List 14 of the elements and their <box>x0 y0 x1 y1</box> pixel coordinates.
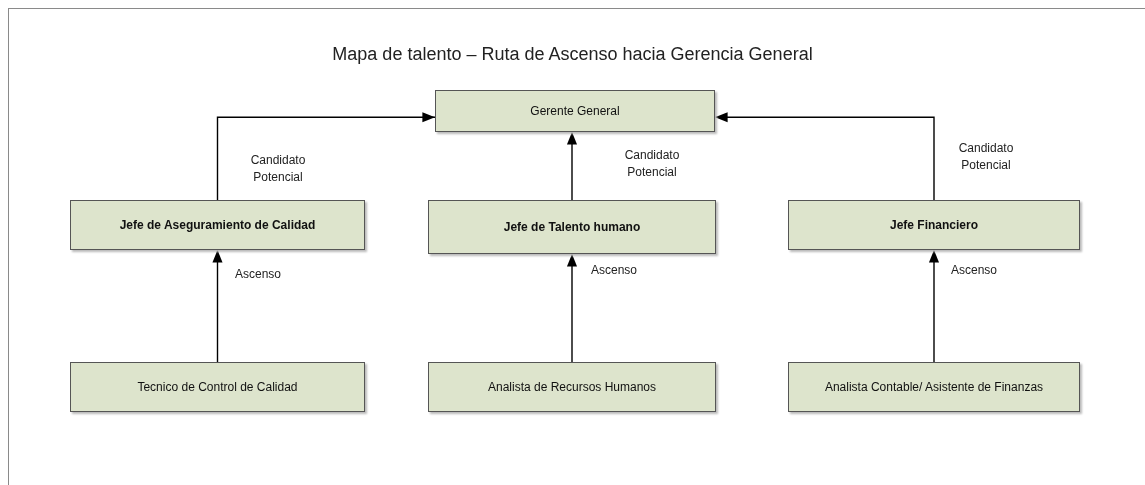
role-box: Jefe Financiero <box>788 200 1080 250</box>
role-box: Jefe de Talento humano <box>428 200 716 254</box>
arrow <box>566 253 578 363</box>
role-box: Analista Contable/ Asistente de Finanzas <box>788 362 1080 412</box>
role-box: Analista de Recursos Humanos <box>428 362 716 412</box>
role-box: Tecnico de Control de Calidad <box>70 362 365 412</box>
arrow <box>566 131 578 201</box>
arrow <box>212 249 223 363</box>
role-box: Jefe de Aseguramiento de Calidad <box>70 200 365 250</box>
arrow <box>216 112 436 201</box>
role-box: Gerente General <box>435 90 715 132</box>
diagram-title: Mapa de talento – Ruta de Ascenso hacia Gerencia General <box>331 44 814 65</box>
arrow <box>714 112 935 201</box>
arrow <box>928 249 940 363</box>
